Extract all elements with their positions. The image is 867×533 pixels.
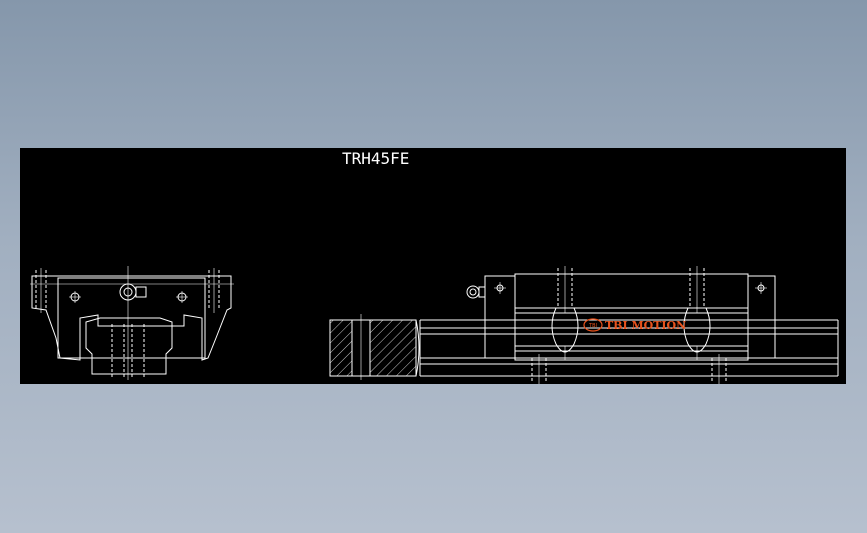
block-body-side	[514, 273, 749, 361]
rail-profile	[85, 317, 173, 375]
block-body	[57, 277, 206, 359]
recirculation-left	[551, 307, 579, 353]
front-view	[30, 266, 234, 380]
svg-text:TBI: TBI	[588, 323, 597, 329]
rail-side	[419, 319, 839, 384]
block-outline	[31, 275, 232, 361]
recirculation-right	[683, 307, 711, 353]
brand-logo: TBI TBI MOTION	[583, 318, 686, 332]
drawing-title: TRH45FE	[342, 149, 409, 168]
cad-drawing: TRH45FE	[30, 149, 839, 384]
brand-logo-icon	[583, 318, 603, 332]
cad-viewport[interactable]: TRH45FE	[20, 148, 846, 384]
brand-logo-text: TBI MOTION	[605, 319, 686, 332]
grease-nipple-side	[466, 285, 480, 299]
rail-section	[329, 314, 420, 380]
block-side	[466, 266, 776, 361]
